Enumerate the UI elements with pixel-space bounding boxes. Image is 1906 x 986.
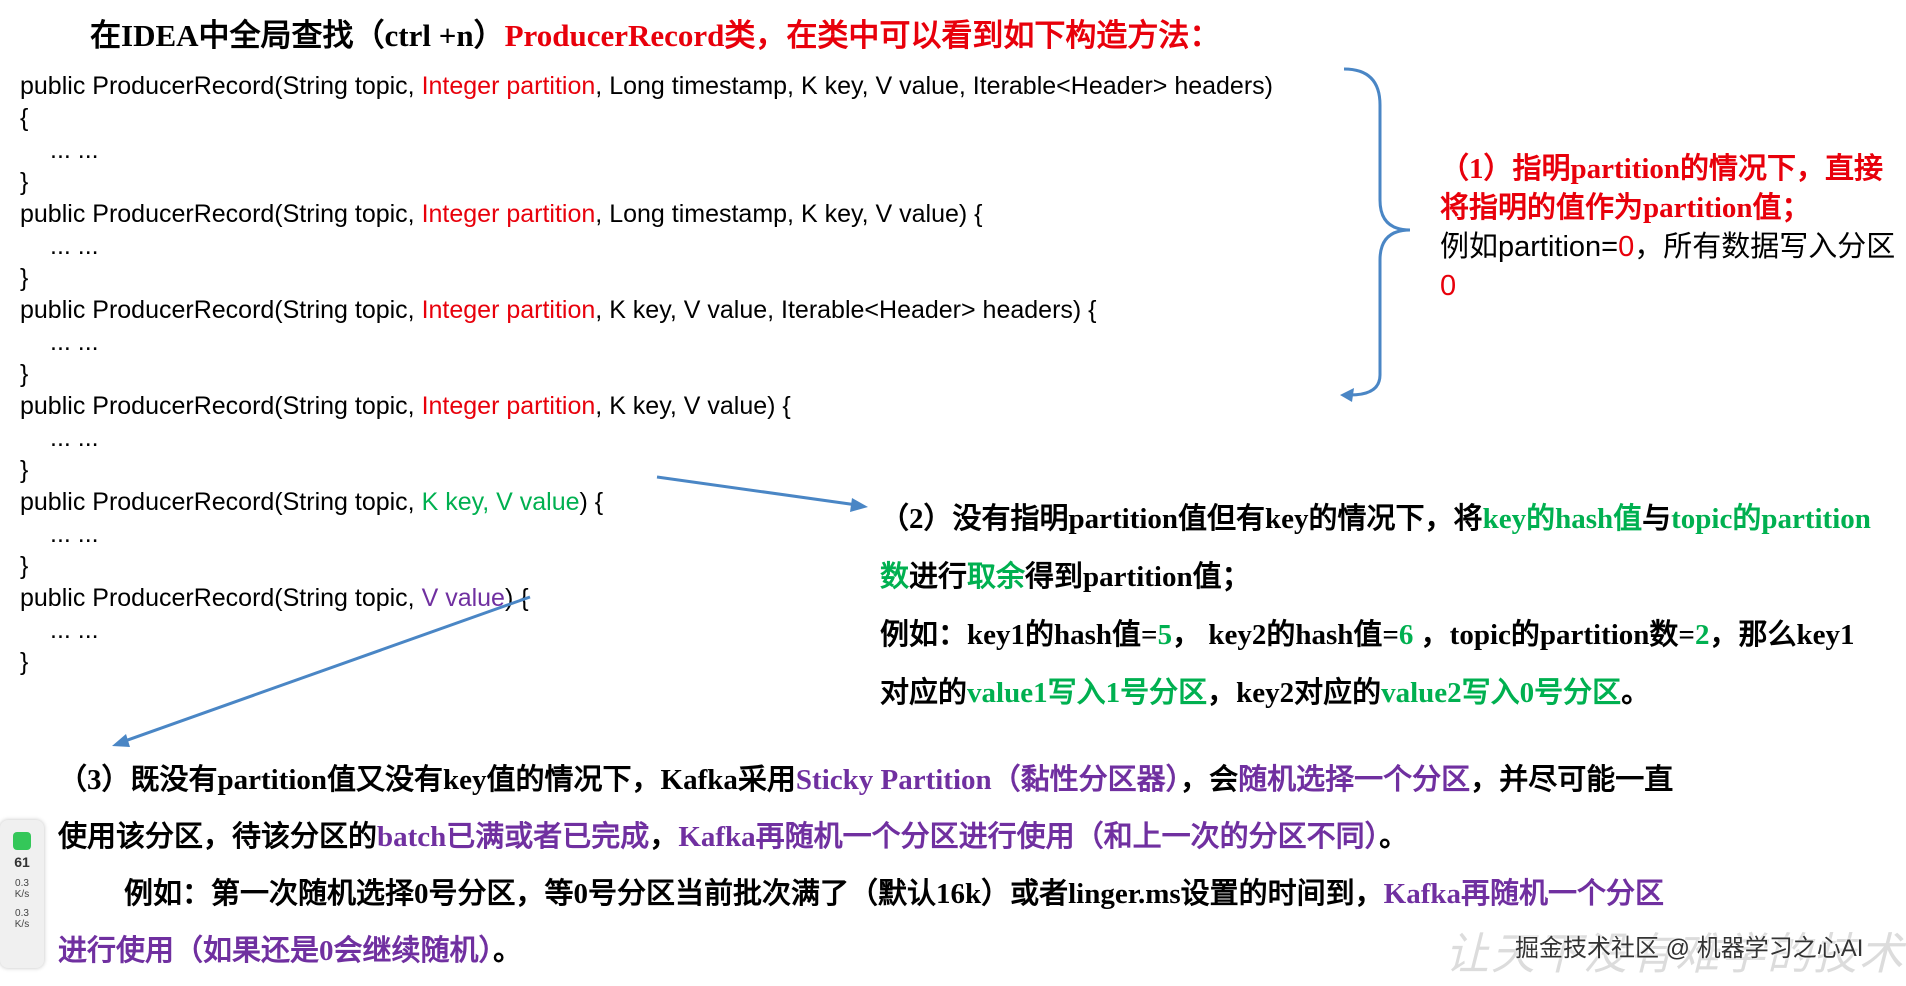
code-line-close-brace: } [20, 648, 29, 676]
cpu-percent: 61 [14, 854, 30, 870]
code-line-close-brace: } [20, 456, 29, 484]
title-class-name: ProducerRecord类，在类中可以看到如下构造方法： [504, 18, 1221, 53]
note-key-hash-partition: （2）没有指明partition值但有key的情况下，将key的hash值与to… [880, 490, 1890, 722]
arrow-head-note3 [112, 734, 130, 747]
code-line-close-brace: } [20, 264, 29, 292]
code-line-close-brace: } [20, 360, 29, 388]
note1-example: 例如partition=0，所有数据写入分区0 [1440, 231, 1896, 302]
code-line-body: ... ... [50, 328, 99, 356]
code-line-body: ... ... [50, 520, 99, 548]
code-line-close-brace: } [20, 552, 29, 580]
code-line-constructor-3: public ProducerRecord(String topic, Inte… [20, 296, 1097, 324]
code-line-body: ... ... [50, 136, 99, 164]
code-line-constructor-2: public ProducerRecord(String topic, Inte… [20, 200, 983, 228]
note3-line-1: （3）既没有partition值又没有key值的情况下，Kafka采用Stick… [58, 764, 1674, 796]
constructor-code-block: public ProducerRecord(String topic, Inte… [20, 70, 1273, 678]
note3-line-4: 进行使用（如果还是0会继续随机）。 [58, 935, 523, 967]
title-prefix: 在IDEA中全局查找（ctrl +n） [90, 18, 505, 53]
code-line-constructor-4: public ProducerRecord(String topic, Inte… [20, 392, 791, 420]
note2-heading: （2）没有指明partition值但有key的情况下，将key的hash值与to… [880, 503, 1871, 593]
page-title: 在IDEA中全局查找（ctrl +n）ProducerRecord类，在类中可以… [90, 10, 1220, 55]
note3-line-2: 使用该分区，待该分区的batch已满或者已完成，Kafka再随机一个分区进行使用… [58, 821, 1409, 853]
note2-example: 例如：key1的hash值=5， key2的hash值=6 ，topic的par… [880, 619, 1855, 709]
code-line-body: ... ... [50, 232, 99, 260]
code-line-constructor-1: public ProducerRecord(String topic, Inte… [20, 72, 1273, 100]
note-specified-partition: （1）指明partition的情况下，直接将指明的值作为partition值； … [1440, 150, 1900, 306]
code-line-body: ... ... [50, 424, 99, 452]
note3-line-3: 例如：第一次随机选择0号分区，等0号分区当前批次满了（默认16k）或者linge… [124, 878, 1664, 910]
code-line-constructor-5: public ProducerRecord(String topic, K ke… [20, 488, 604, 516]
code-line-body: ... ... [50, 616, 99, 644]
shield-icon [13, 832, 31, 850]
background-watermark: 让天下没有难学的技术 [1445, 930, 1905, 979]
watermark: 掘金技术社区 @ 机器学习之心AI [1515, 935, 1864, 962]
right-brace-shape [1340, 67, 1410, 402]
note-sticky-partition: （3）既没有partition值又没有key值的情况下，Kafka采用Stick… [58, 752, 1878, 980]
code-line-close-brace: } [20, 168, 29, 196]
code-line-open-brace: { [20, 104, 29, 132]
note1-heading: （1）指明partition的情况下，直接将指明的值作为partition值； [1440, 153, 1884, 224]
